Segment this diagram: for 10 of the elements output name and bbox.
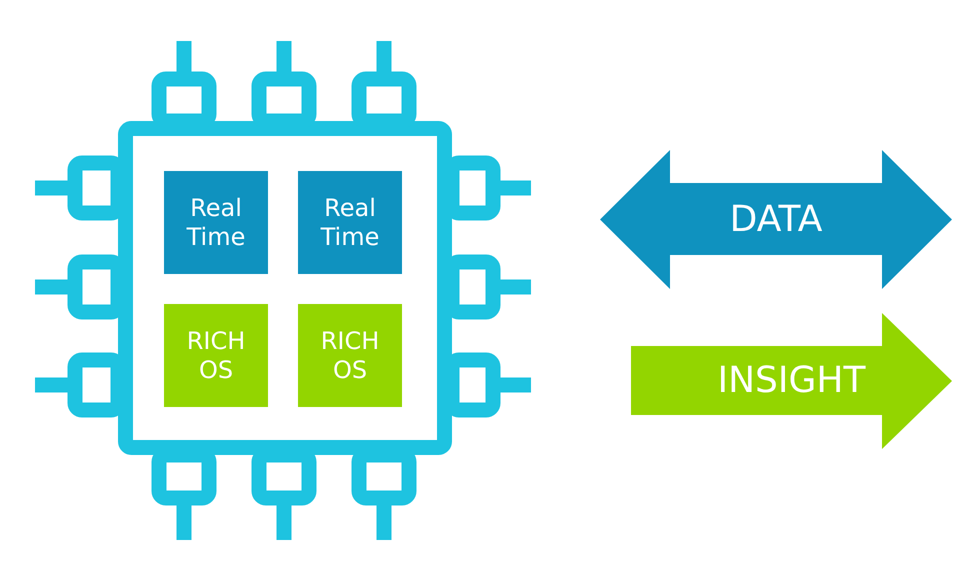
block-label: RICH OS [186, 326, 246, 384]
block-label: Real Time [320, 194, 380, 252]
core-block [298, 171, 402, 274]
block-label: RICH OS [320, 326, 380, 384]
core-block [164, 304, 268, 407]
arrow-label: INSIGHT [718, 359, 866, 403]
core-block [298, 304, 402, 407]
core-block [164, 171, 268, 274]
block-label: Real Time [186, 194, 246, 252]
arrow-label: DATA [730, 198, 822, 242]
